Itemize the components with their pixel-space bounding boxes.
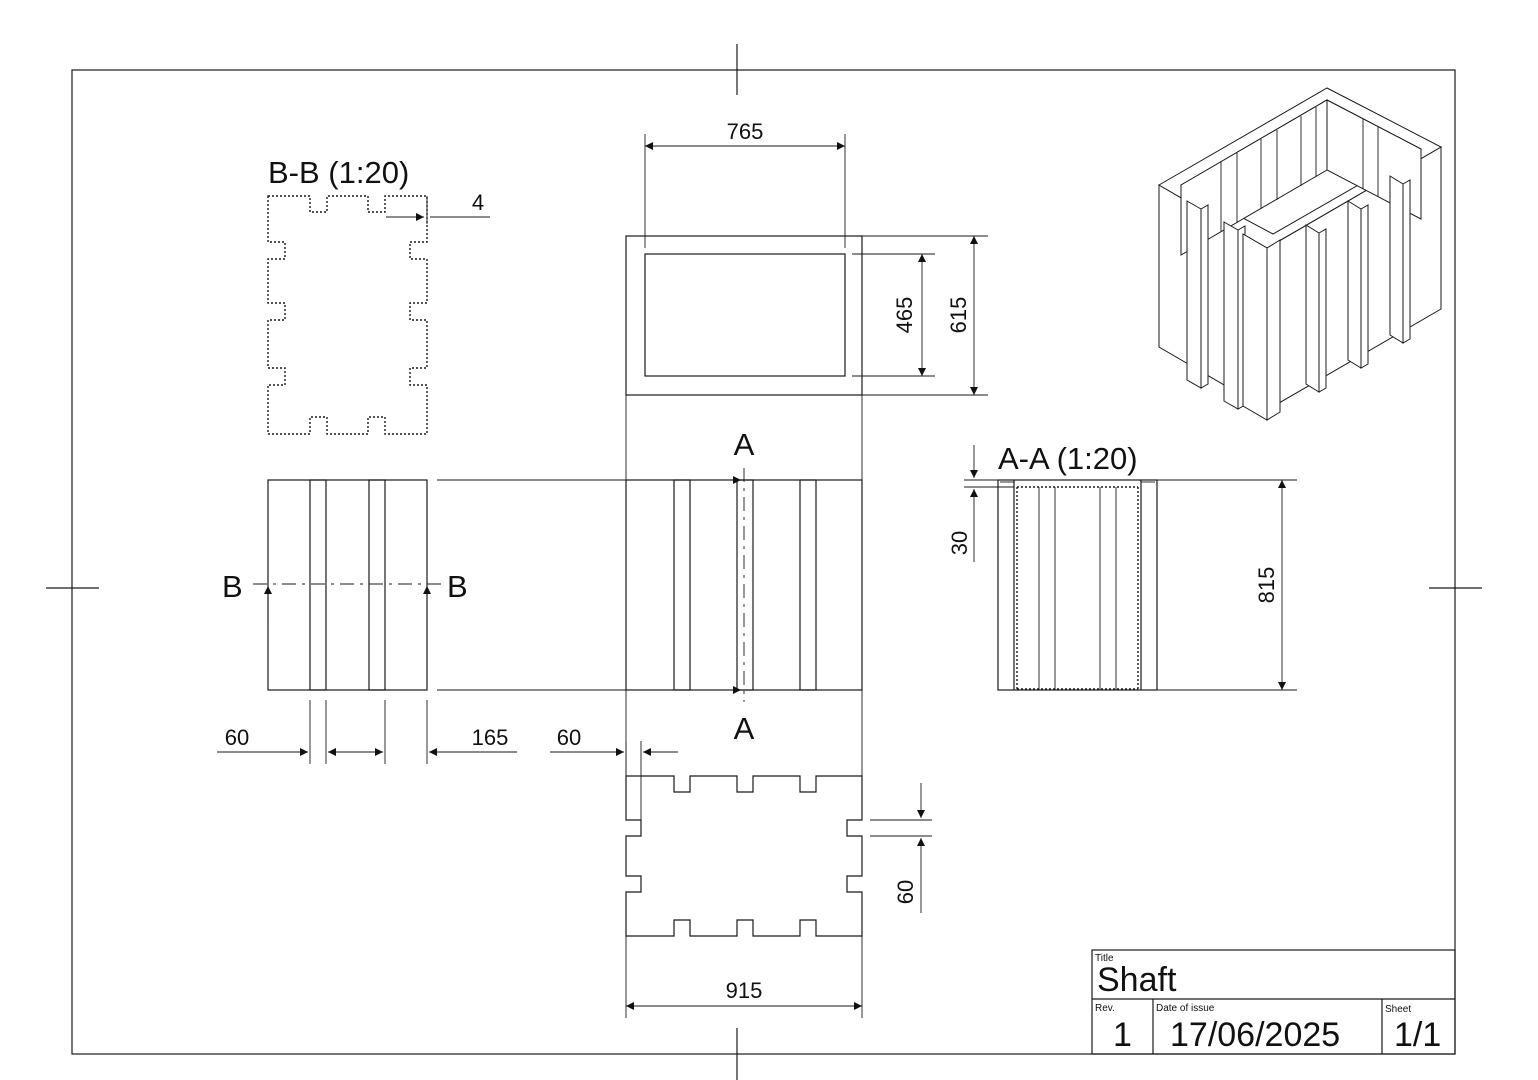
dim-765-text: 765 [727, 119, 764, 144]
dim-bottom-60-left-text: 60 [557, 725, 581, 750]
rev-value: 1 [1113, 1016, 1132, 1054]
sheet-caption: Sheet [1385, 1004, 1411, 1015]
side-view [267, 479, 626, 691]
dim-165-text: 165 [472, 725, 509, 750]
dim-depths: 465 615 [852, 235, 988, 396]
section-bb-outline [267, 195, 428, 435]
title-block: Title Shaft Rev. 1 Date of issue 17/06/2… [1091, 949, 1456, 1055]
dim-side-ribs: 60 165 [217, 700, 517, 764]
date-value: 17/06/2025 [1170, 1016, 1340, 1054]
section-bb-title: B-B (1:20) [268, 155, 409, 190]
dim-aa-lip: 30 [947, 445, 1014, 562]
cut-b-left-label: B [222, 569, 243, 604]
date-caption: Date of issue [1156, 1003, 1215, 1014]
dim-bottom-60-right-text: 60 [893, 880, 918, 904]
isometric-view [1158, 87, 1443, 421]
title-caption: Title [1095, 953, 1114, 964]
dim-30-text: 30 [947, 531, 972, 555]
dim-side-60-text: 60 [225, 725, 249, 750]
sheet-border [71, 69, 1456, 1055]
title-value: Shaft [1097, 961, 1177, 999]
cut-a-bottom-label: A [734, 711, 755, 746]
dim-615-text: 615 [946, 297, 971, 334]
cut-line-bb: B B [222, 569, 468, 624]
cut-a-top-label: A [734, 427, 755, 462]
section-aa [997, 479, 1158, 691]
bottom-view-outline [625, 775, 863, 937]
cut-line-aa: A A [690, 427, 755, 746]
rev-caption: Rev. [1095, 1003, 1115, 1014]
dim-915-text: 915 [726, 978, 763, 1003]
dim-4-text: 4 [472, 190, 484, 215]
dim-465-text: 465 [892, 297, 917, 334]
section-aa-title: A-A (1:20) [998, 441, 1138, 476]
dim-bottom-rib: 60 [870, 783, 932, 913]
dim-bottom-width: 915 [625, 936, 863, 1018]
dim-height: 815 [1157, 479, 1297, 691]
top-view [625, 235, 863, 480]
dim-bb-wall: 4 [386, 190, 490, 224]
cut-b-right-label: B [447, 569, 468, 604]
dim-815-text: 815 [1254, 567, 1279, 604]
centering-marks [46, 44, 1482, 1080]
sheet-value: 1/1 [1394, 1016, 1441, 1054]
dim-bottom-offset: 60 [550, 725, 678, 820]
dim-top-width: 765 [644, 119, 846, 248]
